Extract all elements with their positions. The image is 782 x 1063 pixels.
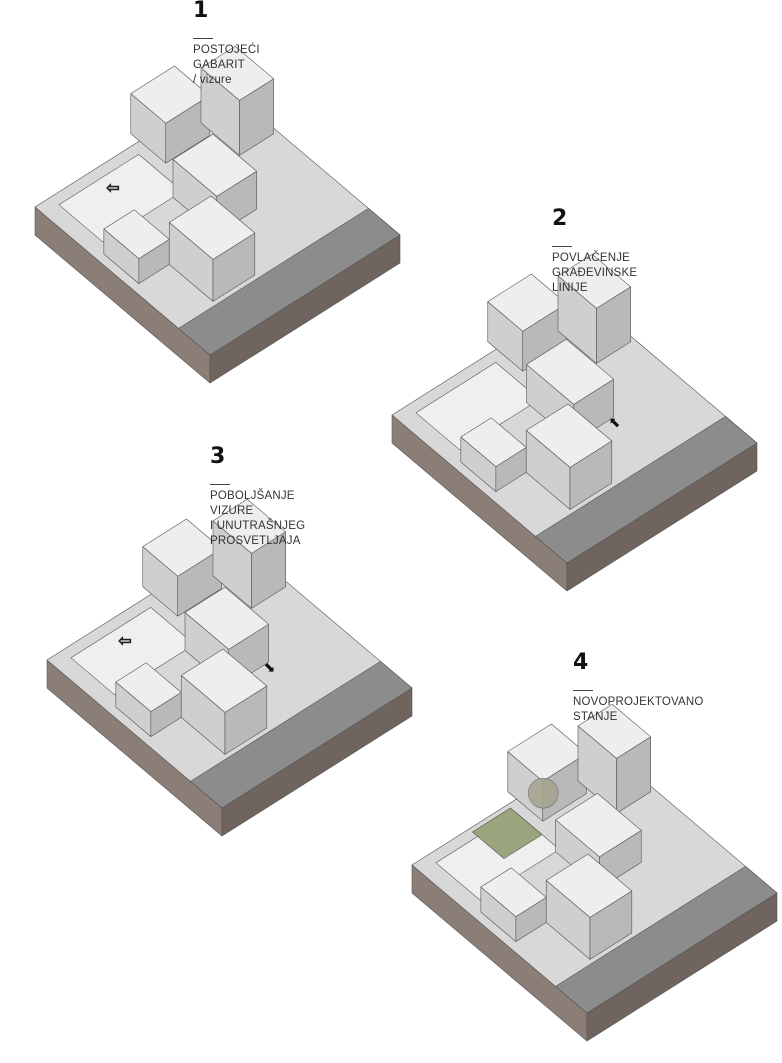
step-caption-line: POVLAČENJE <box>552 252 631 264</box>
central-building-roof <box>172 133 257 197</box>
building-roof <box>557 253 632 309</box>
road <box>535 416 758 564</box>
step-caption-line: NOVOPROJEKTOVANO <box>573 696 704 708</box>
step-caption-line: GABARIT <box>193 59 245 71</box>
road <box>190 661 413 809</box>
step-number: 3 <box>210 444 226 469</box>
building-roof <box>525 403 613 468</box>
site-model-1: ⇦ <box>34 45 401 384</box>
step-caption-line: STANJE <box>573 711 618 723</box>
road <box>178 208 401 356</box>
step-caption-line: GRAĐEVINSKE <box>552 267 638 279</box>
new-building-roof <box>555 793 642 858</box>
step-number: 4 <box>573 650 589 675</box>
road <box>555 866 778 1014</box>
step-number: 1 <box>193 0 209 23</box>
building-roof <box>212 498 287 554</box>
site-model-3: ⇦⬊ <box>46 498 413 837</box>
building-roof <box>168 195 256 260</box>
tree-icon <box>527 777 559 809</box>
building-roof <box>200 45 275 101</box>
arrow-icon: ⬊ <box>264 659 276 675</box>
building-roof <box>577 703 652 759</box>
divider <box>193 38 213 39</box>
step-3-label: 3 POBOLJŠANJE VIZURE I UNUTRAŠNJEG PROSV… <box>210 446 305 549</box>
step-caption-line: PROSVETLJAJA <box>210 535 301 547</box>
step-caption-line: POSTOJEĆI <box>193 44 260 56</box>
step-2-label: 2 POVLAČENJE GRAĐEVINSKE LINIJE <box>552 208 637 296</box>
building-roof <box>180 648 268 713</box>
central-building-roof <box>526 338 614 405</box>
step-caption-line: POBOLJŠANJE <box>210 490 295 502</box>
divider <box>210 484 230 485</box>
site-model-4 <box>411 703 778 1042</box>
site-model-2: ⬉ <box>391 253 758 592</box>
step-caption-line: VIZURE <box>210 505 254 517</box>
arrow-icon: ⬉ <box>609 414 621 430</box>
step-caption-line: / vizure <box>193 74 232 86</box>
step-caption-line: I UNUTRAŠNJEG <box>210 520 306 532</box>
step-4-label: 4 NOVOPROJEKTOVANO STANJE <box>573 652 704 725</box>
arrow-icon: ⇦ <box>106 180 119 197</box>
step-number: 2 <box>552 206 568 231</box>
step-1-label: 1 POSTOJEĆI GABARIT / vizure <box>193 0 260 88</box>
garden <box>472 807 543 859</box>
divider <box>573 690 593 691</box>
arrow-icon: ⇦ <box>118 633 131 650</box>
central-building-roof <box>184 586 269 650</box>
divider <box>552 246 572 247</box>
step-caption-line: LINIJE <box>552 282 588 294</box>
building-roof <box>545 853 633 918</box>
